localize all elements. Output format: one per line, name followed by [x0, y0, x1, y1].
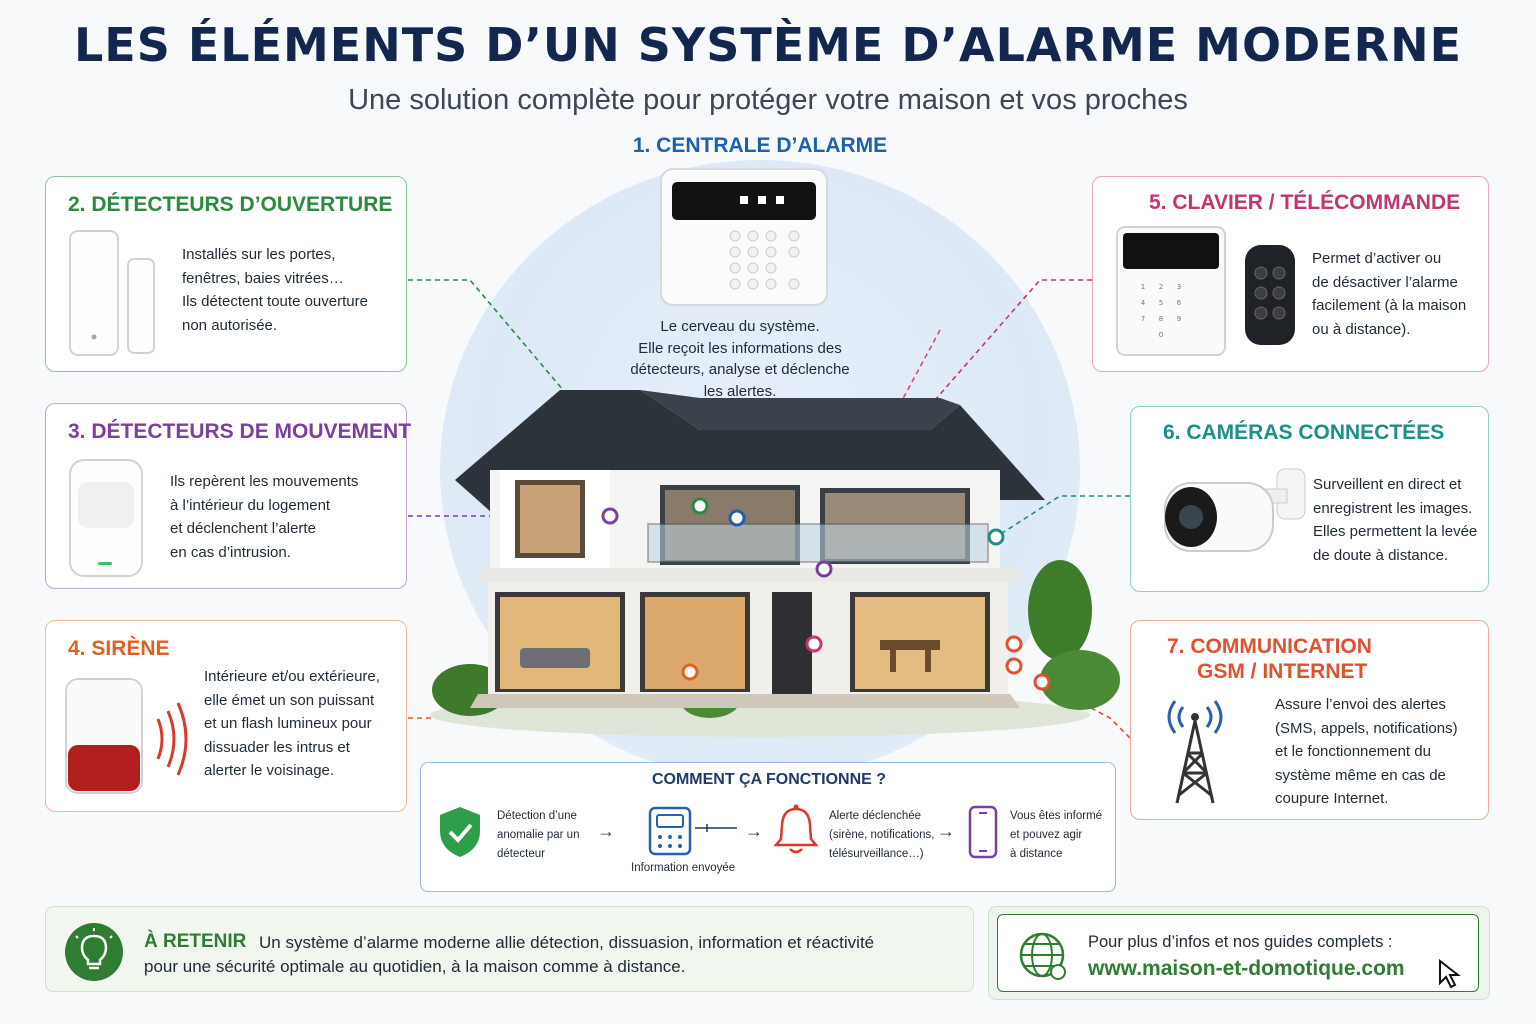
globe-icon [1019, 932, 1066, 980]
motion-sensor-icon [69, 459, 143, 577]
card-description: Intérieure et/ou extérieure, elle émet u… [204, 668, 380, 779]
svg-text:8: 8 [1159, 315, 1163, 323]
card-title: 3. DÉTECTEURS DE MOUVEMENT [68, 420, 412, 443]
marker-dots [601, 497, 1051, 691]
smartphone-icon [968, 805, 998, 859]
takeaway-line2: pour une sécurité optimale au quotidien,… [144, 957, 686, 976]
svg-text:3: 3 [1177, 283, 1181, 291]
remote-control-icon [1245, 245, 1295, 345]
lightbulb-icon [65, 923, 123, 981]
card-title: 5. CLAVIER / TÉLÉCOMMANDE [1149, 191, 1461, 214]
more-info-link[interactable]: Pour plus d’infos et nos guides complets… [997, 914, 1479, 992]
svg-text:6: 6 [1177, 299, 1182, 307]
card-title: 2. DÉTECTEURS D’OUVERTURE [68, 193, 393, 216]
signal-line-icon [695, 824, 737, 832]
door-sensor-icon [69, 230, 155, 356]
svg-text:2: 2 [1159, 283, 1163, 291]
flow-title: COMMENT ÇA FONCTIONNE ? [651, 771, 887, 788]
card-title-line2: GSM / INTERNET [1197, 660, 1368, 683]
card-description: Permet d’activer ou de désactiver l’alar… [1312, 250, 1467, 338]
page-subtitle: Une solution complète pour protéger votr… [348, 84, 1188, 116]
card-title: 4. SIRÈNE [68, 637, 170, 660]
card-description: Assure l’envoi des alertes (SMS, appels,… [1275, 696, 1458, 807]
more-info-text: Pour plus d’infos et nos guides complets… [1088, 933, 1393, 951]
more-info-box: Pour plus d’infos et nos guides complets… [988, 906, 1490, 1000]
shield-check-icon [440, 807, 480, 857]
central-description: Le cerveau du système. Elle reçoit les i… [630, 318, 850, 400]
card-connected-cameras: 6. CAMÉRAS CONNECTÉES Surveillent en dir… [1130, 406, 1489, 592]
card-opening-detectors: 2. DÉTECTEURS D’OUVERTURE Installés sur … [45, 176, 407, 372]
flow-step-informed: Vous êtes informé et pouvez agir à dista… [1010, 810, 1103, 860]
key-takeaway-box: À RETENIR Un système d’alarme moderne al… [45, 906, 974, 992]
camera-icon [1164, 468, 1306, 552]
svg-text:9: 9 [1177, 315, 1181, 323]
flow-arrow: → [745, 821, 763, 841]
svg-text:0: 0 [1159, 331, 1163, 339]
card-motion-detectors: 3. DÉTECTEURS DE MOUVEMENT Ils repèrent … [45, 403, 411, 589]
svg-text:7: 7 [1141, 315, 1145, 323]
flow-step-alert: Alerte déclenchée (sirène, notifications… [829, 810, 935, 860]
card-communication: 7. COMMUNICATION GSM / INTERNET Assure l… [1130, 620, 1489, 820]
keypad-icon: 1 2 3 4 5 6 7 8 9 0 [1116, 226, 1226, 356]
flow-step-information: Information envoyée [631, 862, 736, 874]
card-description: Surveillent en direct et enregistrent le… [1313, 476, 1478, 564]
card-title: 7. COMMUNICATION [1167, 635, 1372, 658]
siren-icon [65, 678, 188, 794]
website-url[interactable]: www.maison-et-domotique.com [1088, 957, 1405, 980]
card-title: 6. CAMÉRAS CONNECTÉES [1163, 421, 1445, 444]
card-description: Ils repèrent les mouvements à l’intérieu… [170, 473, 359, 561]
cursor-icon [1439, 959, 1461, 989]
svg-text:5: 5 [1159, 299, 1163, 307]
flow-arrow: → [937, 821, 955, 841]
control-panel-icon [648, 806, 692, 856]
antenna-tower-icon [1167, 700, 1223, 804]
alarm-panel-icon [660, 168, 828, 306]
card-siren: 4. SIRÈNE Intérieure et/ou extérieure, e… [45, 620, 407, 812]
takeaway-line1: Un système d’alarme moderne allie détect… [259, 933, 875, 952]
page-title: LES ÉLÉMENTS D’UN SYSTÈME D’ALARME MODER… [74, 18, 1462, 72]
flow-arrow: → [597, 821, 615, 841]
svg-text:4: 4 [1141, 299, 1146, 307]
flow-step-detection: Détection d’une anomalie par un détecteu… [497, 810, 580, 860]
svg-text:1: 1 [1141, 283, 1145, 291]
bell-icon [773, 804, 819, 854]
central-title: 1. CENTRALE D’ALARME [632, 134, 888, 157]
card-description: Installés sur les portes, fenêtres, baie… [182, 246, 368, 334]
how-it-works-box: COMMENT ÇA FONCTIONNE ? Détection d’une … [420, 762, 1116, 892]
takeaway-label: À RETENIR [144, 931, 247, 952]
